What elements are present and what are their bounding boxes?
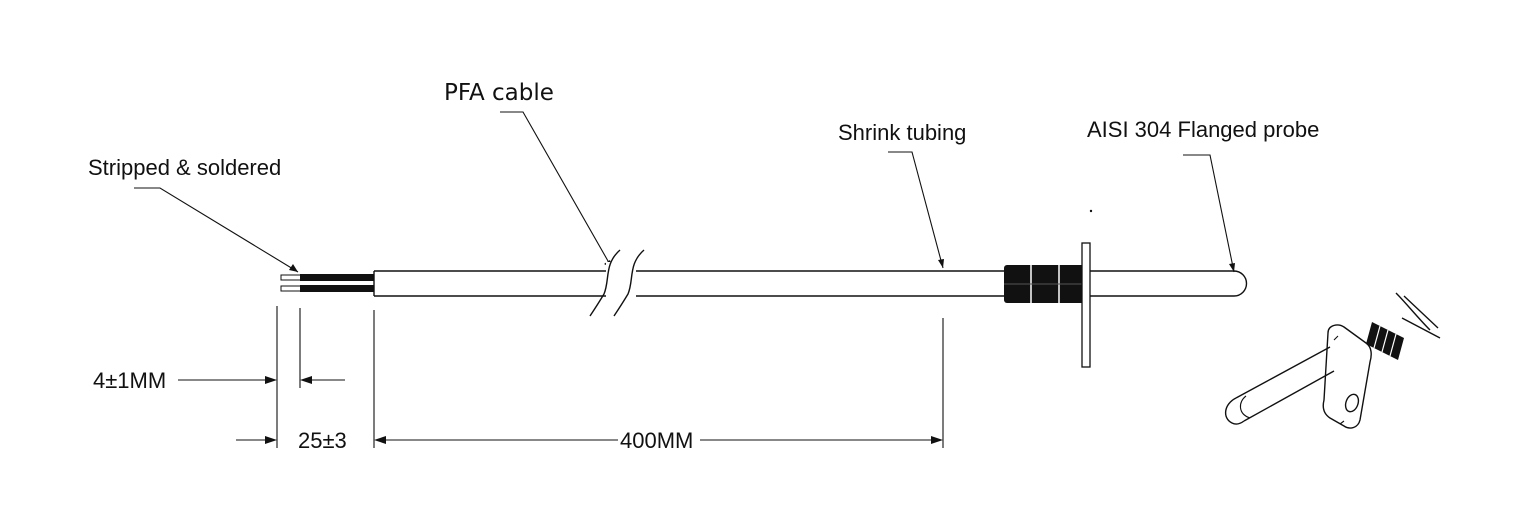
dim-label-strip: 4±1MM	[93, 368, 166, 393]
knurled-fitting	[1004, 265, 1086, 303]
dimension-cable-length: 400MM	[373, 310, 944, 453]
dim-label-cable: 400MM	[620, 428, 693, 453]
label-stripped-soldered: Stripped & soldered	[88, 155, 281, 180]
label-pfa-cable: PFA cable	[444, 80, 554, 106]
label-shrink-tubing: Shrink tubing	[838, 120, 966, 145]
leader-shrink	[888, 151, 944, 269]
dimension-strip-length: 4±1MM	[93, 306, 345, 448]
stripped-wires	[280, 274, 374, 292]
leader-pfa	[500, 111, 613, 269]
probe-isometric-sketch	[1225, 292, 1441, 429]
pfa-cable	[373, 270, 1006, 297]
leader-probe	[1183, 154, 1235, 273]
dim-label-jacket: 25±3	[298, 428, 347, 453]
leader-stripped	[134, 187, 299, 273]
cable-break-mark	[589, 249, 645, 317]
stray-mark	[1089, 209, 1093, 213]
dimension-jacket-strip: 25±3	[236, 428, 347, 453]
iso-knurl	[1366, 322, 1404, 360]
probe-tube	[1090, 270, 1248, 297]
flange-plate	[1081, 242, 1091, 368]
label-flanged-probe: AISI 304 Flanged probe	[1087, 117, 1319, 142]
